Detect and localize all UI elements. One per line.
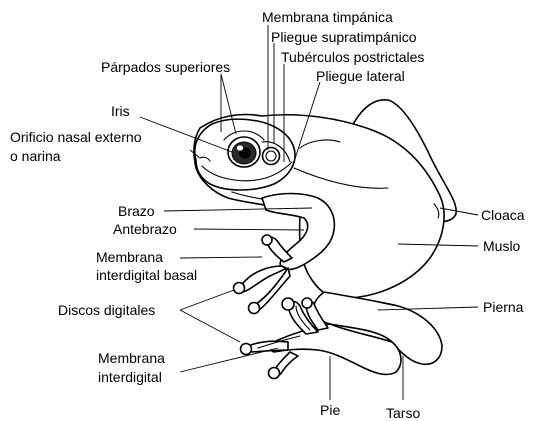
label-membrana-line2: interdigital — [98, 369, 162, 385]
label-membrana-timpanica: Membrana timpánica — [262, 9, 393, 25]
frog-tympanum — [263, 148, 280, 165]
label-orificio-nasal-line2: o narina — [10, 148, 61, 164]
label-pliegue-supratimpanico: Pliegue supratimpánico — [271, 29, 417, 45]
label-membrana-line1: Membrana — [98, 350, 165, 366]
label-discos-digitales: Discos digitales — [58, 302, 155, 318]
label-antebrazo: Antebrazo — [113, 221, 177, 237]
label-pliegue-lateral: Pliegue lateral — [316, 68, 405, 84]
label-parpados-superiores: Párpados superiores — [101, 59, 230, 75]
label-membrana-basal-line2: interdigital basal — [96, 267, 197, 283]
label-orificio-nasal-line1: Orificio nasal externo — [10, 129, 142, 145]
label-tarso: Tarso — [386, 405, 420, 421]
label-cloaca: Cloaca — [481, 207, 525, 223]
label-iris: Iris — [111, 103, 130, 119]
label-pierna: Pierna — [483, 299, 524, 315]
label-muslo: Muslo — [483, 238, 521, 254]
label-brazo: Brazo — [118, 203, 155, 219]
frog-eye — [228, 137, 260, 167]
frog-illustration — [194, 100, 456, 379]
label-membrana-basal-line1: Membrana — [96, 249, 163, 265]
label-pie: Pie — [320, 402, 340, 418]
label-tuberculos-postrictales: Tubérculos postrictales — [281, 49, 424, 65]
